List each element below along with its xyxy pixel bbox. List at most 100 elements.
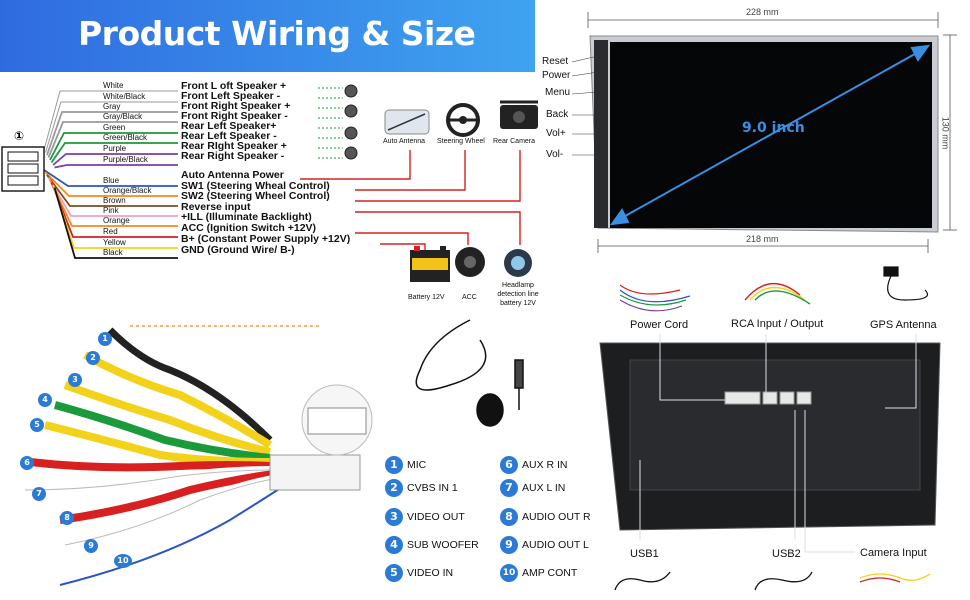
legend-label: SUB WOOFER — [407, 539, 479, 551]
wire-lines — [43, 90, 178, 259]
wire-function: Rear Left Speaker+ — [181, 120, 277, 132]
legend-label: CVBS IN 1 — [407, 482, 458, 494]
steering-wheel-icon — [446, 103, 480, 137]
wire-function: Front Right Speaker - — [181, 110, 288, 122]
wire-line — [53, 187, 178, 259]
speaker-icons — [344, 84, 358, 160]
harness-plug-closeup — [301, 384, 373, 456]
vol-up-label: Vol+ — [546, 128, 566, 139]
microphone-graphic — [415, 319, 524, 427]
wire-line — [43, 169, 178, 187]
legend-badge: 8 — [500, 508, 518, 526]
wire-function: Rear Right Speaker - — [181, 150, 285, 162]
wire-name: Orange — [103, 216, 130, 225]
height-label: 130 mm — [940, 116, 951, 150]
wire-name: Green — [103, 123, 126, 132]
wire-name: Pink — [103, 206, 119, 215]
wire-name: White/Black — [103, 92, 146, 101]
wire-name: Yellow — [103, 238, 126, 247]
wire-function: Front Right Speaker + — [181, 100, 291, 112]
legend-label: VIDEO IN — [407, 567, 454, 579]
harness-badge-3: 3 — [68, 373, 82, 387]
wire-name: Orange/Black — [103, 186, 152, 195]
wire-line — [46, 174, 178, 207]
screen-diagonal-arrow — [609, 44, 931, 226]
wire-line — [46, 111, 178, 156]
wire-function: SW2 (Steering Wheel Control) — [181, 190, 330, 202]
wire-name: Brown — [103, 196, 126, 205]
wire-line — [50, 142, 178, 164]
legend-badge: 5 — [385, 564, 403, 582]
legend-label: VIDEO OUT — [407, 511, 465, 523]
wire-name: White — [103, 81, 124, 90]
screen-dimension-lines — [587, 12, 957, 253]
harness-connector — [1, 146, 45, 192]
top-width-label: 228 mm — [746, 7, 779, 17]
legend-label: MIC — [407, 459, 427, 471]
usb1-label: USB1 — [630, 548, 659, 560]
harness-badge-4: 4 — [38, 393, 52, 407]
steering-wheel-label: Steering Wheel — [437, 138, 485, 145]
auto-antenna-icon — [384, 109, 430, 135]
headlamp-icon — [504, 249, 532, 277]
wire-function: Front L oft Speaker + — [181, 80, 287, 92]
auto-antenna-label: Auto Antenna — [383, 138, 426, 145]
wire-name: Green/Black — [103, 133, 148, 142]
wire-line — [49, 132, 178, 161]
back-label: Back — [546, 109, 569, 120]
legend-badge: 10 — [500, 564, 518, 582]
legend-badge: 4 — [385, 536, 403, 554]
legend-badge: 1 — [385, 456, 403, 474]
legend-label: AUX R IN — [522, 459, 568, 471]
headlamp-label-1: Headlamp — [502, 282, 534, 289]
wire-name: Black — [103, 248, 123, 257]
harness-badge-5: 5 — [30, 418, 44, 432]
diagonal-label: 9.0 inch — [742, 120, 805, 136]
wire-name: Gray — [103, 102, 121, 111]
headlamp-label-3: battery 12V — [500, 300, 536, 307]
wire-function: Auto Antenna Power — [181, 169, 284, 181]
acc-key-icon — [455, 247, 485, 277]
wire-name: Red — [103, 227, 118, 236]
wire-name: Purple — [103, 144, 127, 153]
rear-panel-unit — [599, 342, 941, 531]
rca-harness-graphic — [24, 325, 361, 586]
connector-number: ① — [14, 129, 25, 143]
wire-function: SW1 (Steering Wheal Control) — [181, 180, 330, 192]
wire-line — [47, 121, 178, 158]
legend-badge: 3 — [385, 508, 403, 526]
page-title: Product Wiring & Size — [78, 14, 476, 53]
power-cord-label: Power Cord — [630, 319, 689, 331]
legend-label: AMP CONT — [522, 567, 578, 579]
wire-function: Reverse input — [181, 201, 251, 213]
side-button-leaders — [571, 55, 599, 156]
wire-function: Front Left Speaker - — [181, 90, 281, 102]
legend-badge: 6 — [500, 456, 518, 474]
wire-function: +ILL (Illuminate Backlight) — [181, 211, 312, 223]
wire-line — [45, 101, 178, 153]
wire-function: B+ (Constant Power Supply +12V) — [181, 233, 351, 245]
wire-name: Blue — [103, 176, 120, 185]
bottom-width-label: 218 mm — [746, 234, 779, 244]
harness-badge-10: 10 — [114, 554, 132, 568]
wire-function: Rear Left Speaker - — [181, 130, 277, 142]
rear-camera-label: Rear Camera — [493, 138, 536, 145]
vol-down-label: Vol- — [546, 149, 564, 160]
wire-line — [43, 90, 178, 151]
wire-function: GND (Ground Wire/ B-) — [181, 244, 295, 256]
gps-antenna-icon — [883, 266, 929, 301]
rear-camera-icon — [500, 100, 538, 129]
wire-line — [52, 153, 178, 166]
battery-label: Battery 12V — [408, 294, 445, 301]
rca-cable-icon — [744, 282, 811, 305]
harness-badge-6: 6 — [20, 456, 34, 470]
battery-icon — [410, 246, 450, 282]
harness-badge-1: 1 — [98, 332, 112, 346]
wire-function: Rear RIght Speaker + — [181, 140, 287, 152]
legend-badge: 2 — [385, 479, 403, 497]
wire-function: ACC (Ignition Switch +12V) — [181, 222, 317, 234]
legend-label: AUDIO OUT R — [522, 511, 591, 523]
legend-badge: 9 — [500, 536, 518, 554]
camera-input-label: Camera Input — [860, 547, 927, 559]
